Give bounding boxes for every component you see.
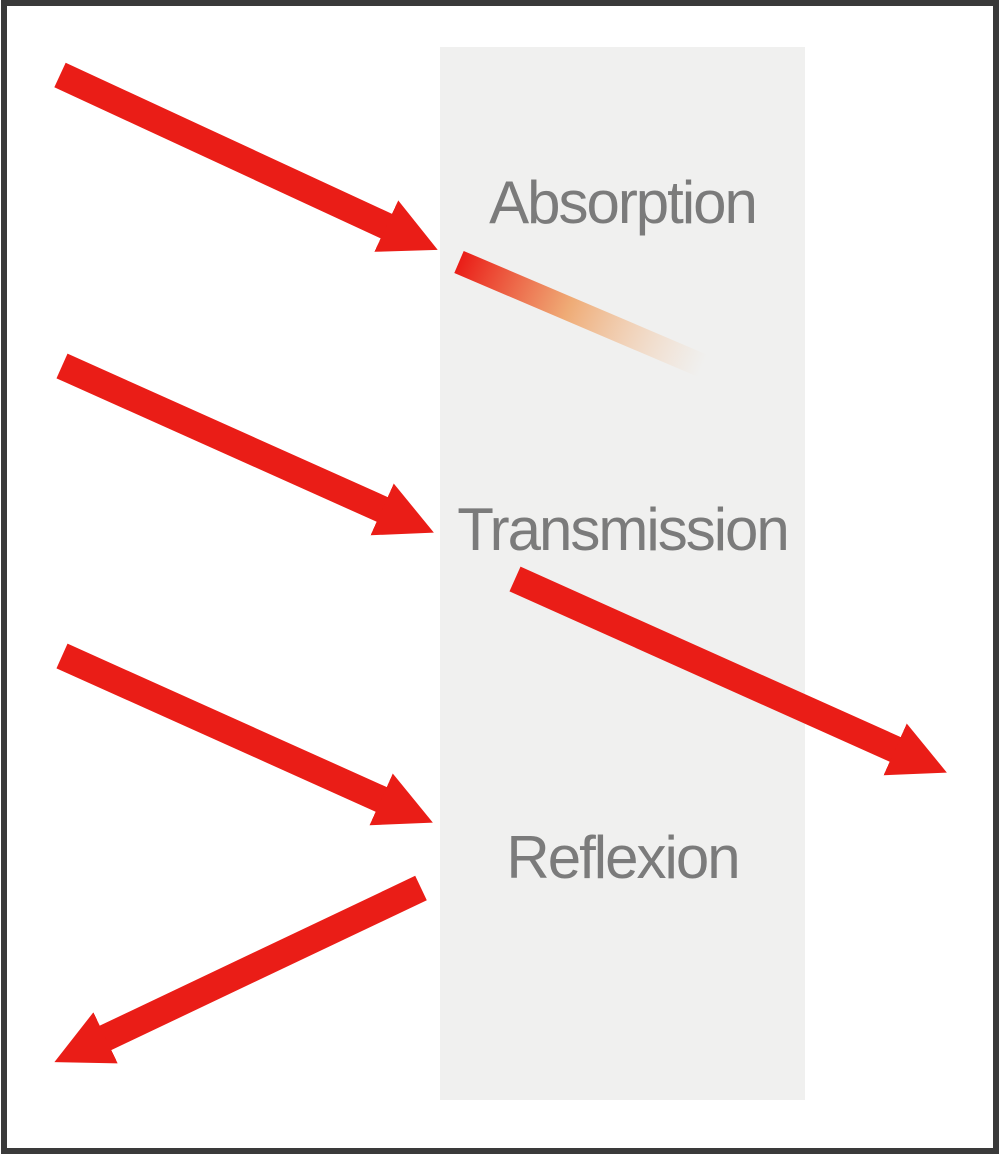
transmitted-ray-arrow xyxy=(509,566,947,776)
reflexion-label: Reflexion xyxy=(506,824,740,891)
transmission-label: Transmission xyxy=(457,496,790,563)
absorbed-ray-fading-beam xyxy=(454,250,708,378)
incident-ray-top-arrow xyxy=(54,62,438,252)
reflected-ray-arrow xyxy=(54,875,427,1064)
absorption-label: Absorption xyxy=(489,169,758,236)
material-slab xyxy=(440,47,805,1100)
incident-ray-bottom-arrow xyxy=(56,643,433,826)
incident-ray-middle-arrow xyxy=(56,353,434,536)
